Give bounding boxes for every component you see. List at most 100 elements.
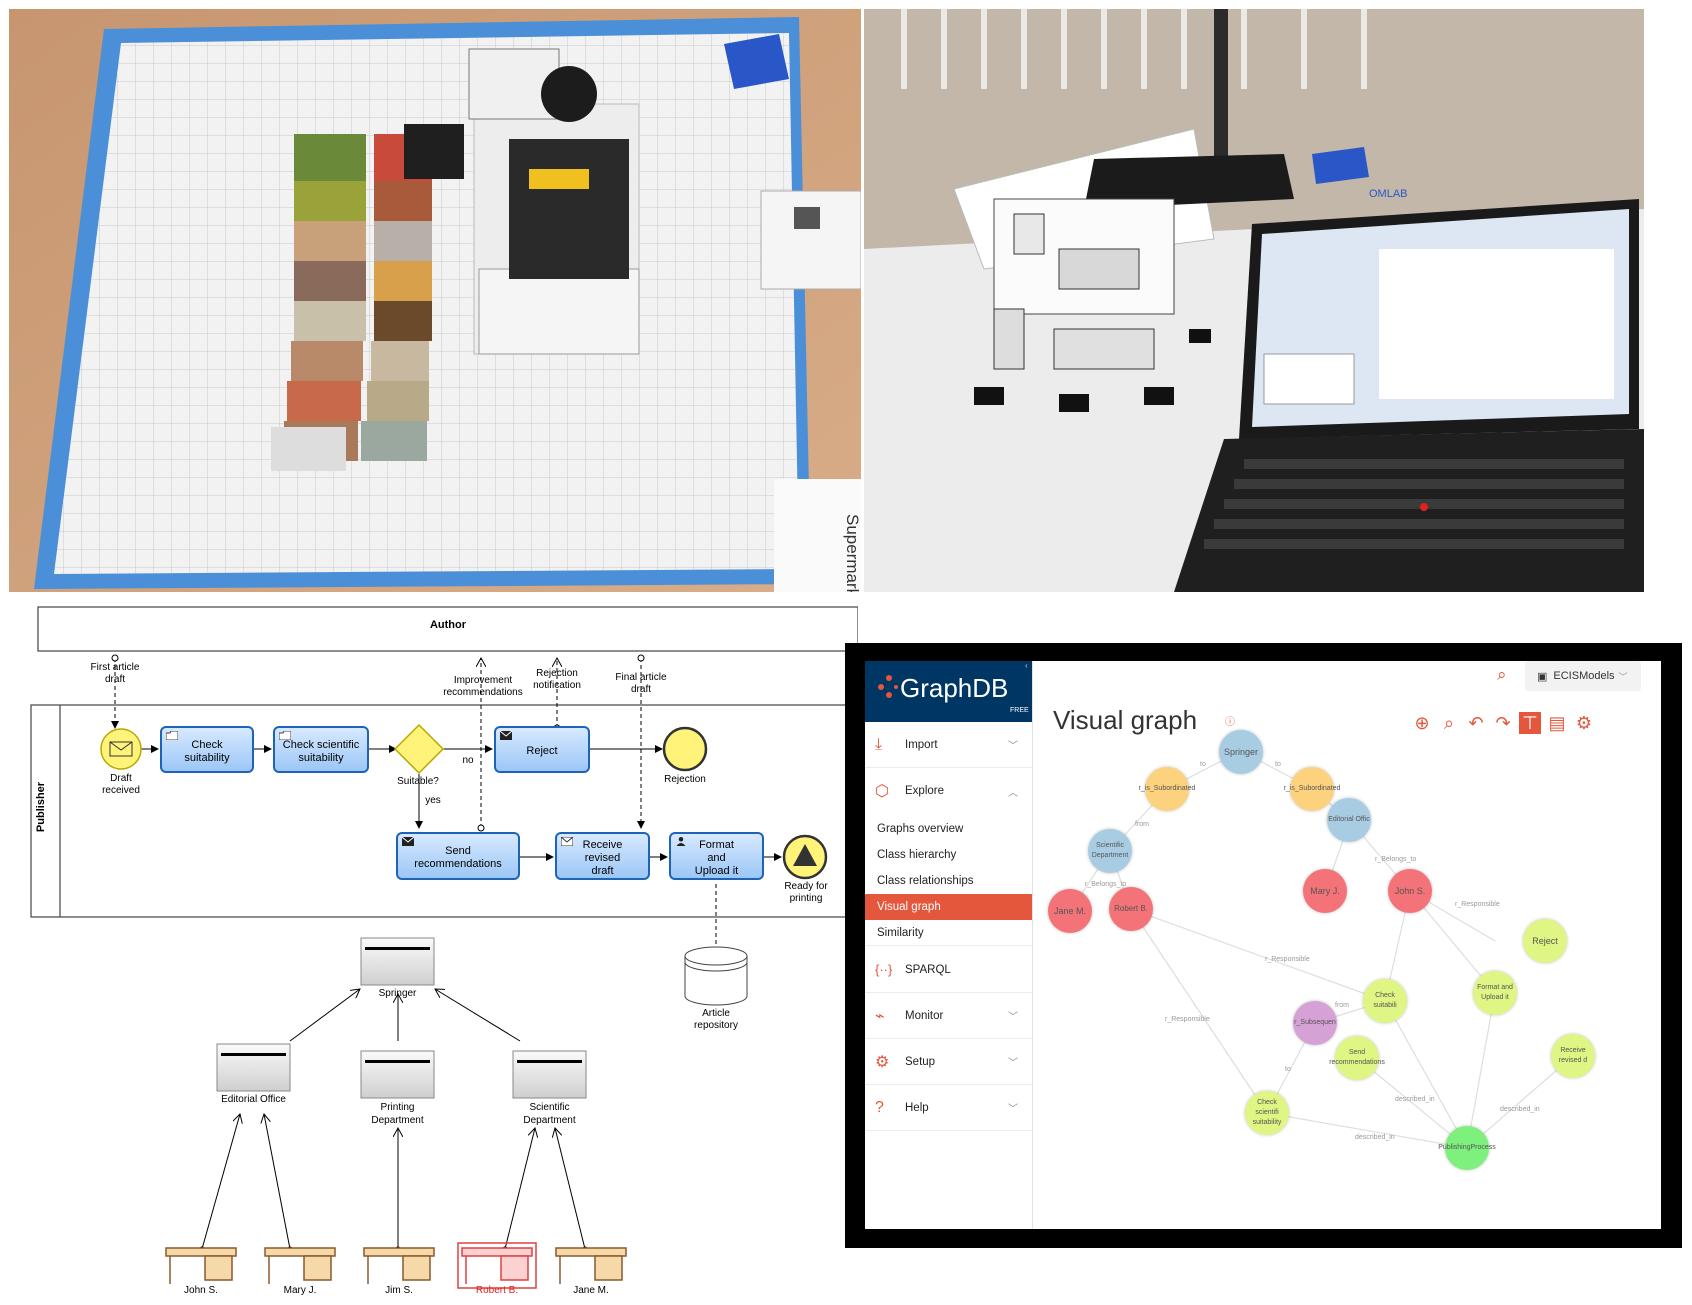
nav-monitor[interactable]: ⌁ Monitor ﹀ xyxy=(865,993,1032,1039)
upload-icon[interactable]: ⊕ xyxy=(1414,713,1430,733)
event-rejection: Rejection xyxy=(664,774,706,785)
chevron-down-icon: ﹀ xyxy=(1618,671,1628,682)
org-person-robert: Robert B. xyxy=(475,1285,519,1296)
graph-node-format-upload[interactable]: Format and Upload it xyxy=(1473,971,1517,1015)
graph-node-jane-m[interactable]: Jane M. xyxy=(1048,889,1092,933)
pin-icon[interactable]: ⊤ xyxy=(1519,712,1541,734)
search-icon[interactable]: ⌕ xyxy=(1497,665,1507,684)
graphdb-screenshot: GraphDB FREE ‹ ⤓ Import ﹀ ⬡ Explore ︿ Gr… xyxy=(845,643,1682,1248)
graphdb-logo-icon xyxy=(878,675,898,698)
import-icon: ⤓ xyxy=(875,735,883,753)
bpmn-connectors xyxy=(30,606,858,1289)
chevron-down-icon: ﹀ xyxy=(1008,1104,1018,1115)
gear-icon: ⚙ xyxy=(875,1053,890,1071)
explore-icon: ⬡ xyxy=(875,783,889,800)
edge-label: from xyxy=(1135,821,1149,828)
help-icon: ? xyxy=(875,1098,884,1116)
task-format-and-upload[interactable]: Format and Upload it xyxy=(669,832,764,880)
graph-node-robert-b[interactable]: Robert B. xyxy=(1109,887,1153,931)
graph-node-springer[interactable]: Springer xyxy=(1219,730,1263,774)
sparql-icon: {··} xyxy=(875,962,893,977)
graph-node-check-scientific[interactable]: Check scientifi suitability xyxy=(1245,1091,1289,1135)
task-receive-revised-draft[interactable]: Receive revised draft xyxy=(555,832,650,880)
edge-label: described_in xyxy=(1395,1096,1435,1103)
zoom-icon[interactable]: ⌕ xyxy=(1443,713,1455,733)
edge-label: r_Responsible xyxy=(1265,956,1310,963)
task-send-recommendations[interactable]: Send recommendations xyxy=(396,832,520,880)
nav-help[interactable]: ? Help ﹀ xyxy=(865,1085,1032,1131)
org-person-jim: Jim S. xyxy=(385,1285,413,1296)
graph-node-subordinated-1[interactable]: r_is_Subordinated xyxy=(1139,767,1195,811)
graph-node-scientific-department[interactable]: Scientific Department xyxy=(1088,829,1132,873)
edge-label: described_in xyxy=(1500,1106,1540,1113)
graph-node-receive-revised[interactable]: Receive revised d xyxy=(1551,1034,1595,1078)
graph-node-subordinated-2[interactable]: r_is_Subordinated xyxy=(1284,767,1340,811)
graph-node-reject[interactable]: Reject xyxy=(1523,919,1567,963)
robot-arm-photo: Supermarke xyxy=(9,9,861,592)
org-person-john: John S. xyxy=(184,1285,218,1296)
event-draft-received: Draft received xyxy=(102,773,140,796)
flow-improvement-recommendations: Improvement recommendations xyxy=(443,675,523,698)
repository-selector[interactable]: ▣ ECISModels ﹀ xyxy=(1525,661,1641,691)
nav-class-relationships[interactable]: Class relationships xyxy=(877,875,974,887)
edge-label: to xyxy=(1285,1066,1291,1073)
nav-graphs-overview[interactable]: Graphs overview xyxy=(877,823,964,835)
flow-final-article-draft: Final article draft xyxy=(615,672,667,695)
org-person-mary: Mary J. xyxy=(283,1285,317,1296)
laptop-photo: OMLAB xyxy=(864,9,1644,592)
collapse-sidebar-icon[interactable]: ‹ xyxy=(1025,661,1028,670)
bpmn-diagram: Author Publisher First article draft Imp… xyxy=(0,598,858,1305)
chevron-down-icon: ﹀ xyxy=(1008,1012,1018,1023)
pool-author-label: Author xyxy=(429,619,467,631)
redo-icon[interactable]: ↷ xyxy=(1495,713,1511,733)
graph-node-john-s[interactable]: John S. xyxy=(1388,869,1432,913)
org-root-label: Springer xyxy=(378,988,417,999)
edge-label: r_Belongs_to xyxy=(1375,856,1416,863)
edition-badge: FREE xyxy=(1010,707,1029,714)
nav-class-hierarchy[interactable]: Class hierarchy xyxy=(877,849,957,861)
chevron-down-icon: ﹀ xyxy=(1008,741,1018,752)
edge-label: to xyxy=(1275,761,1281,768)
edge-label: r_Responsible xyxy=(1165,1016,1210,1023)
gateway-label: Suitable? xyxy=(397,776,439,787)
nav-similarity[interactable]: Similarity xyxy=(865,920,1032,946)
laptop-brand-label: OMLAB xyxy=(1369,188,1408,200)
nav-setup[interactable]: ⚙ Setup ﹀ xyxy=(865,1039,1032,1085)
nav-sparql[interactable]: {··} SPARQL xyxy=(865,947,1032,993)
nav-visual-graph[interactable]: Visual graph xyxy=(865,894,1032,920)
org-dept-printing: Printing Department xyxy=(371,1102,424,1126)
graph-node-editorial-office[interactable]: Editorial Offic xyxy=(1327,798,1371,842)
org-dept-editorial: Editorial Office xyxy=(221,1094,286,1105)
settings-icon[interactable]: ⚙ xyxy=(1575,713,1593,733)
task-check-suitability[interactable]: Check suitability xyxy=(160,726,254,773)
graph-node-check-suitability[interactable]: Check suitabili xyxy=(1363,979,1407,1023)
datastore-article-repository: Article repository xyxy=(694,1008,738,1031)
nav-import[interactable]: ⤓ Import ﹀ xyxy=(865,722,1032,768)
gateway-yes-label: yes xyxy=(425,795,441,806)
info-icon[interactable]: ⓘ xyxy=(1225,717,1235,728)
graph-node-send-recommendations[interactable]: Send recommendations xyxy=(1329,1036,1385,1080)
org-dept-scientific: Scientific Department xyxy=(523,1102,576,1126)
page-title: Visual graph xyxy=(1053,705,1198,735)
chevron-up-icon: ︿ xyxy=(1008,787,1018,799)
task-reject[interactable]: Reject xyxy=(494,726,590,773)
edge-label: r_Belongs_to xyxy=(1085,881,1126,888)
gateway-no-label: no xyxy=(462,755,474,766)
monitor-icon: ⌁ xyxy=(875,1007,885,1025)
task-check-scientific-suitability[interactable]: Check scientific suitability xyxy=(273,726,369,773)
edge-label: r_Responsible xyxy=(1455,901,1500,908)
flow-first-article-draft: First article draft xyxy=(90,662,140,685)
sidebar-header: GraphDB FREE ‹ xyxy=(865,661,1032,722)
save-icon[interactable]: ▤ xyxy=(1548,713,1566,733)
graph-node-r-subsequent[interactable]: r_Subsequen xyxy=(1293,1001,1337,1045)
edge-label: described_in xyxy=(1355,1134,1395,1141)
edge-label: to xyxy=(1200,761,1206,768)
graph-node-mary-j[interactable]: Mary J. xyxy=(1303,869,1347,913)
chevron-down-icon: ﹀ xyxy=(1008,1058,1018,1069)
undo-icon[interactable]: ↶ xyxy=(1468,713,1484,733)
edge-label: from xyxy=(1335,1002,1349,1009)
nav-explore[interactable]: ⬡ Explore ︿ xyxy=(875,783,1018,800)
pool-publisher-label: Publisher xyxy=(35,781,47,833)
graphdb-window: GraphDB FREE ‹ ⤓ Import ﹀ ⬡ Explore ︿ Gr… xyxy=(865,661,1661,1229)
graph-node-publishing-process[interactable]: PublishingProcess xyxy=(1438,1126,1496,1170)
